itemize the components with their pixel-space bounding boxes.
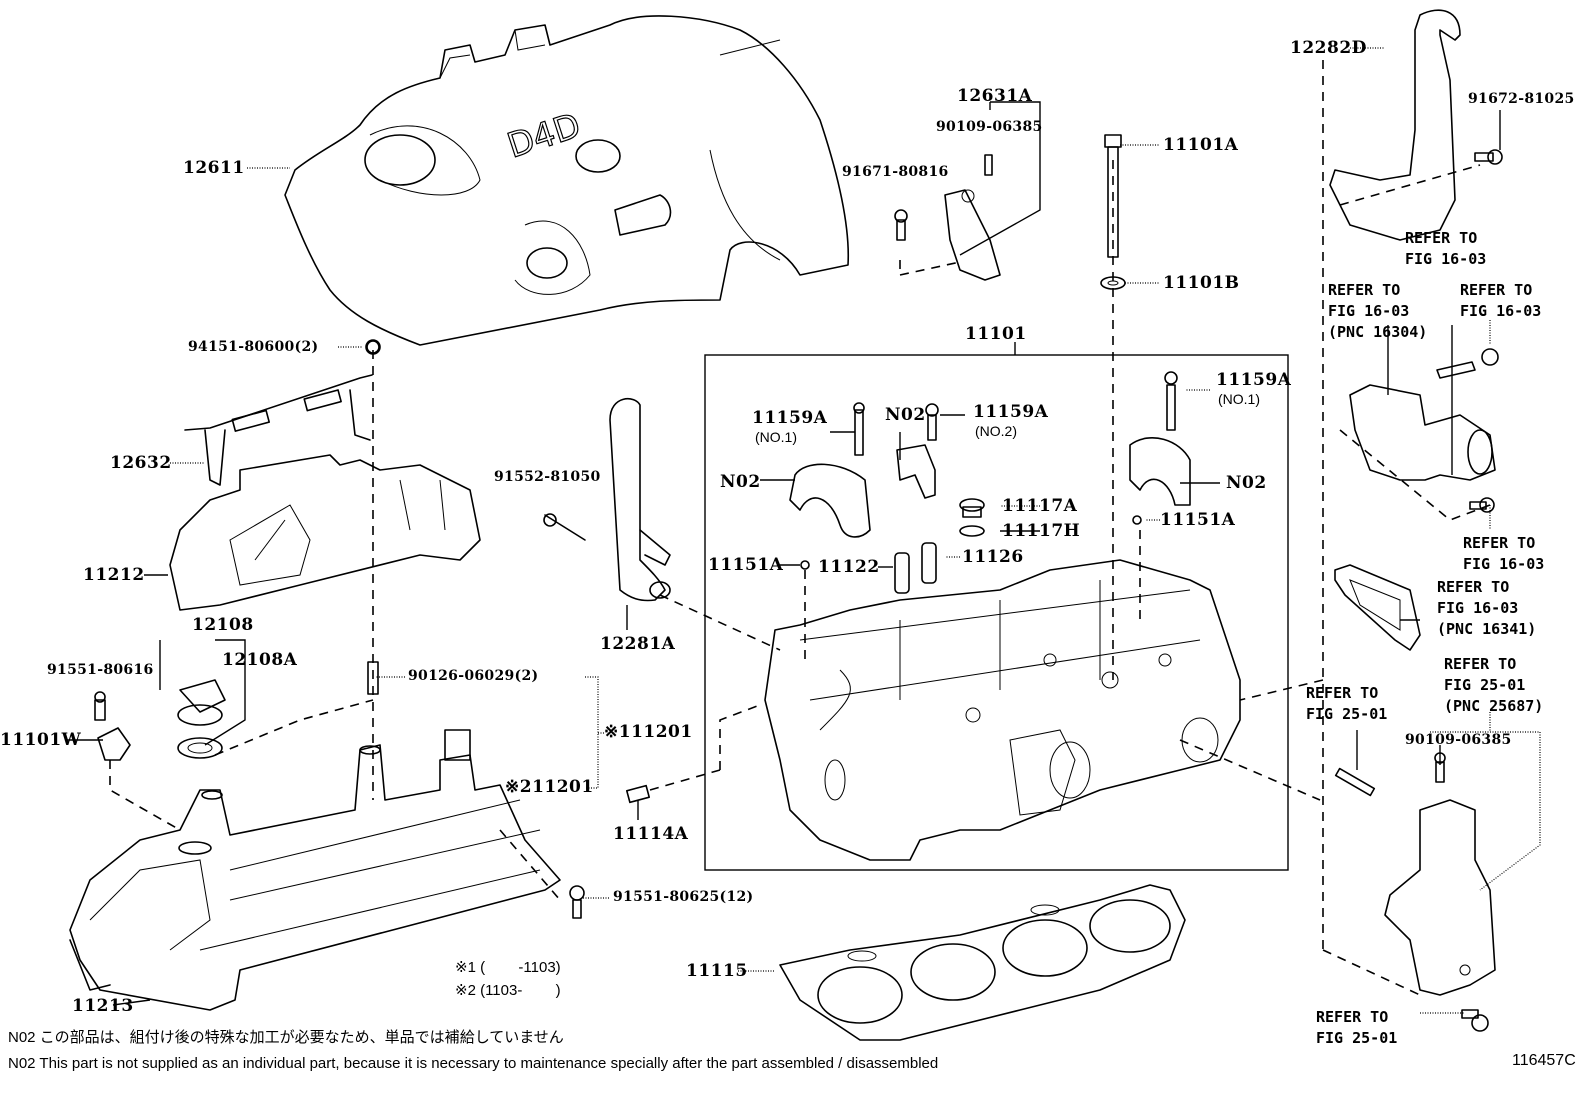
callout-11159A-no1-left: 11159A <box>752 408 828 428</box>
callout-90109-06385-right: 90109-06385 <box>1405 732 1512 748</box>
head-bolt-11101a <box>1100 134 1126 290</box>
leader-lines <box>67 47 1541 1014</box>
callout-11117A: 11117A <box>1002 496 1078 516</box>
callout-N02-middle: N02 <box>885 405 926 425</box>
engine-cover-12611 <box>284 15 850 346</box>
callout-91552-81050: 91552-81050 <box>494 469 601 485</box>
reference-fig-25-01-bolt[interactable]: REFER TO FIG 25-01 <box>1316 1008 1398 1047</box>
cylinder-head-group-box <box>704 354 1289 871</box>
callout-91671-80816: 91671-80816 <box>842 164 949 180</box>
reference-fig-25-01-pnc-25687[interactable]: REFER TO FIG 25-01 (PNC 25687) <box>1444 655 1544 715</box>
callout-12611: 12611 <box>183 158 245 178</box>
reference-fig-16-03-right[interactable]: REFER TO FIG 16-03 <box>1460 281 1542 320</box>
callout-11126: 11126 <box>962 547 1024 567</box>
water-outlet <box>1334 348 1499 651</box>
callout-12108: 12108 <box>192 615 254 635</box>
bolt-91551-80625 <box>569 885 585 919</box>
callout-11212: 11212 <box>83 565 145 585</box>
callout-11117H: 11117H <box>1002 521 1081 541</box>
callout-N02-left: N02 <box>720 472 761 492</box>
cover-emblem-text: D4D <box>503 106 586 167</box>
callout-11151A-left: 11151A <box>708 555 784 575</box>
bracket-12631a <box>894 154 1001 281</box>
callout-11115: 11115 <box>686 961 748 981</box>
callout-91551-80616: 91551-80616 <box>47 662 154 678</box>
note-n02-japanese: N02 この部品は、組付け後の特殊な加工が必要なため、単品では補給していません <box>8 1029 564 1046</box>
callout-11151A-right: 11151A <box>1160 510 1236 530</box>
bracket-12281a <box>543 397 671 602</box>
stud-90126 <box>367 661 379 695</box>
harness-bracket-12632 <box>184 340 380 486</box>
callout-11114A: 11114A <box>613 824 689 844</box>
callout-11159A-no2-sub: (NO.2) <box>975 423 1017 439</box>
callout-11159A-no1-left-sub: (NO.1) <box>755 429 797 445</box>
callout-11201-type1: ※111201 <box>604 722 693 742</box>
callout-11159A-no1-right-sub: (NO.1) <box>1218 391 1260 407</box>
callout-90126-06029: 90126-06029(2) <box>408 668 539 684</box>
callout-11159A-no1-right: 11159A <box>1216 370 1292 390</box>
callout-91551-80625: 91551-80625(12) <box>613 889 754 905</box>
callout-11201-type2: ※211201 <box>505 777 594 797</box>
figure-id: 116457C <box>1512 1052 1576 1069</box>
callout-12282D: 12282D <box>1290 38 1367 58</box>
callout-11101: 11101 <box>965 324 1027 344</box>
reference-fig-25-01-stud[interactable]: REFER TO FIG 25-01 <box>1306 684 1388 723</box>
callout-11213: 11213 <box>72 996 134 1016</box>
bracket-lower-right <box>1334 752 1496 1032</box>
insulator-11212 <box>169 454 481 611</box>
callout-11101W: 11101W <box>0 730 82 750</box>
callout-11159A-no2: 11159A <box>973 402 1049 422</box>
legend-type2: ※2 (1103- ) <box>455 982 561 999</box>
head-gasket-11115 <box>779 884 1186 1041</box>
callout-11122: 11122 <box>818 557 880 577</box>
reference-fig-16-03-pnc-16304[interactable]: REFER TO FIG 16-03 (PNC 16304) <box>1328 281 1428 341</box>
legend-type1: ※1 ( -1103) <box>455 959 561 976</box>
plug-11117 <box>959 498 985 537</box>
reference-fig-16-03-top[interactable]: REFER TO FIG 16-03 <box>1405 229 1487 268</box>
valve-guides <box>800 515 1142 594</box>
callout-11101B: 11101B <box>1163 273 1240 293</box>
callout-12631A: 12631A <box>957 86 1033 106</box>
callout-91672-81025: 91672-81025 <box>1468 91 1575 107</box>
bracket-12282d <box>1329 9 1503 241</box>
callout-12281A: 12281A <box>600 634 676 654</box>
callout-11101A: 11101A <box>1163 135 1239 155</box>
reference-fig-16-03-pnc-16341[interactable]: REFER TO FIG 16-03 (PNC 16341) <box>1437 578 1537 638</box>
assembly-lines <box>109 60 1491 996</box>
cylinder-head-11101 <box>764 559 1241 861</box>
callout-94151-80600: 94151-80600(2) <box>188 339 319 355</box>
callout-90109-06385-top: 90109-06385 <box>936 119 1043 135</box>
note-n02-english: N02 This part is not supplied as an indi… <box>8 1055 939 1072</box>
valve-cover-11201 <box>69 729 561 1011</box>
oil-filler-cap-12108 <box>177 679 226 759</box>
sensor-11101w <box>94 691 131 761</box>
callout-N02-right: N02 <box>1226 473 1267 493</box>
knock-pin-11114a <box>625 784 651 804</box>
reference-fig-16-03-bolt[interactable]: REFER TO FIG 16-03 <box>1463 534 1545 573</box>
bearing-caps-n02 <box>789 371 1191 538</box>
callout-12108A: 12108A <box>222 650 298 670</box>
nut-94151 <box>365 339 381 355</box>
callout-12632: 12632 <box>110 453 172 473</box>
